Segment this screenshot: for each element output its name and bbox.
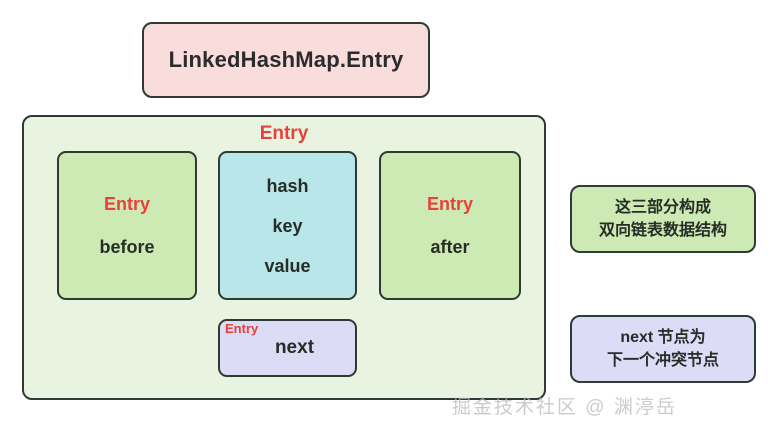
note-doubly-linked-line2: 双向链表数据结构 bbox=[598, 222, 727, 239]
before-entry-type-label: Entry bbox=[103, 193, 150, 214]
note-doubly-linked-line1: 这三部分构成 bbox=[614, 198, 711, 216]
after-entry-type-label: Entry bbox=[426, 193, 473, 214]
field-box-before: Entry before bbox=[57, 151, 197, 300]
field-box-next: Entry next bbox=[218, 319, 357, 377]
note-next-conflict-line1: next 节点为 bbox=[620, 328, 706, 346]
linkedhashmap-entry-title-box: LinkedHashMap.Entry bbox=[142, 22, 430, 98]
field-box-hash-key-value: hash key value bbox=[218, 151, 357, 300]
next-field-name: next bbox=[274, 337, 315, 358]
field-box-after: Entry after bbox=[379, 151, 521, 300]
note-next-conflict-line2: 下一个冲突节点 bbox=[606, 352, 719, 369]
entry-container-label: Entry bbox=[259, 123, 309, 144]
before-field-name: before bbox=[99, 236, 155, 257]
after-field-name: after bbox=[430, 236, 470, 257]
next-entry-type-label: Entry bbox=[225, 321, 259, 336]
note-doubly-linked-list: 这三部分构成 双向链表数据结构 bbox=[570, 185, 756, 253]
hash-field-name: hash bbox=[266, 175, 309, 196]
value-field-name: value bbox=[264, 255, 311, 276]
title-label: LinkedHashMap.Entry bbox=[168, 47, 404, 72]
key-field-name: key bbox=[272, 215, 303, 236]
note-next-conflict-node: next 节点为 下一个冲突节点 bbox=[570, 315, 756, 383]
